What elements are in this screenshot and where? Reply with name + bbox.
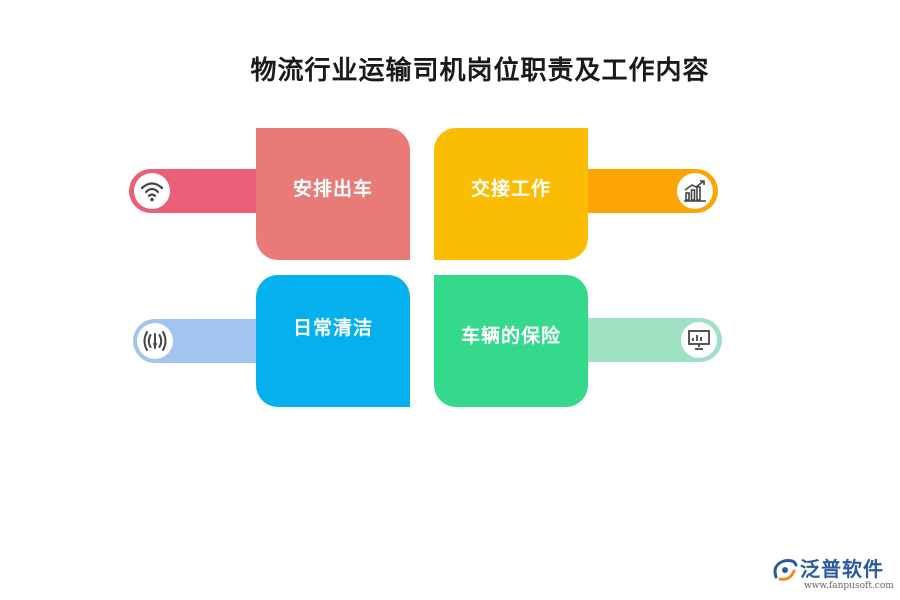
card-label: 安排出车 bbox=[292, 178, 373, 200]
page-title: 物流行业运输司机岗位职责及工作内容 bbox=[250, 56, 710, 86]
card-label: 车辆的保险 bbox=[460, 325, 561, 347]
logo-swirl-icon bbox=[773, 559, 798, 581]
growth-chart-icon-holder bbox=[677, 173, 713, 209]
logo-name: 泛普软件 bbox=[800, 557, 884, 581]
broadcast-icon-holder bbox=[137, 323, 173, 359]
card-arrange-dispatch: 安排出车 bbox=[256, 128, 410, 260]
card-daily-cleaning: 日常清洁 bbox=[256, 275, 410, 407]
wifi-icon bbox=[140, 182, 164, 202]
growth-chart-icon bbox=[684, 180, 706, 202]
card-vehicle-insurance: 车辆的保险 bbox=[434, 275, 588, 407]
presentation-board-icon bbox=[688, 330, 710, 350]
card-handover-work: 交接工作 bbox=[434, 128, 588, 260]
card-label: 日常清洁 bbox=[292, 317, 373, 339]
brand-logo: 泛普软件 www.fanpusoft.com bbox=[770, 553, 895, 595]
card-label: 交接工作 bbox=[470, 178, 551, 200]
broadcast-icon bbox=[143, 331, 167, 351]
wifi-icon-holder bbox=[134, 173, 170, 209]
presentation-board-icon-holder bbox=[681, 322, 717, 358]
logo-url: www.fanpusoft.com bbox=[804, 581, 894, 591]
